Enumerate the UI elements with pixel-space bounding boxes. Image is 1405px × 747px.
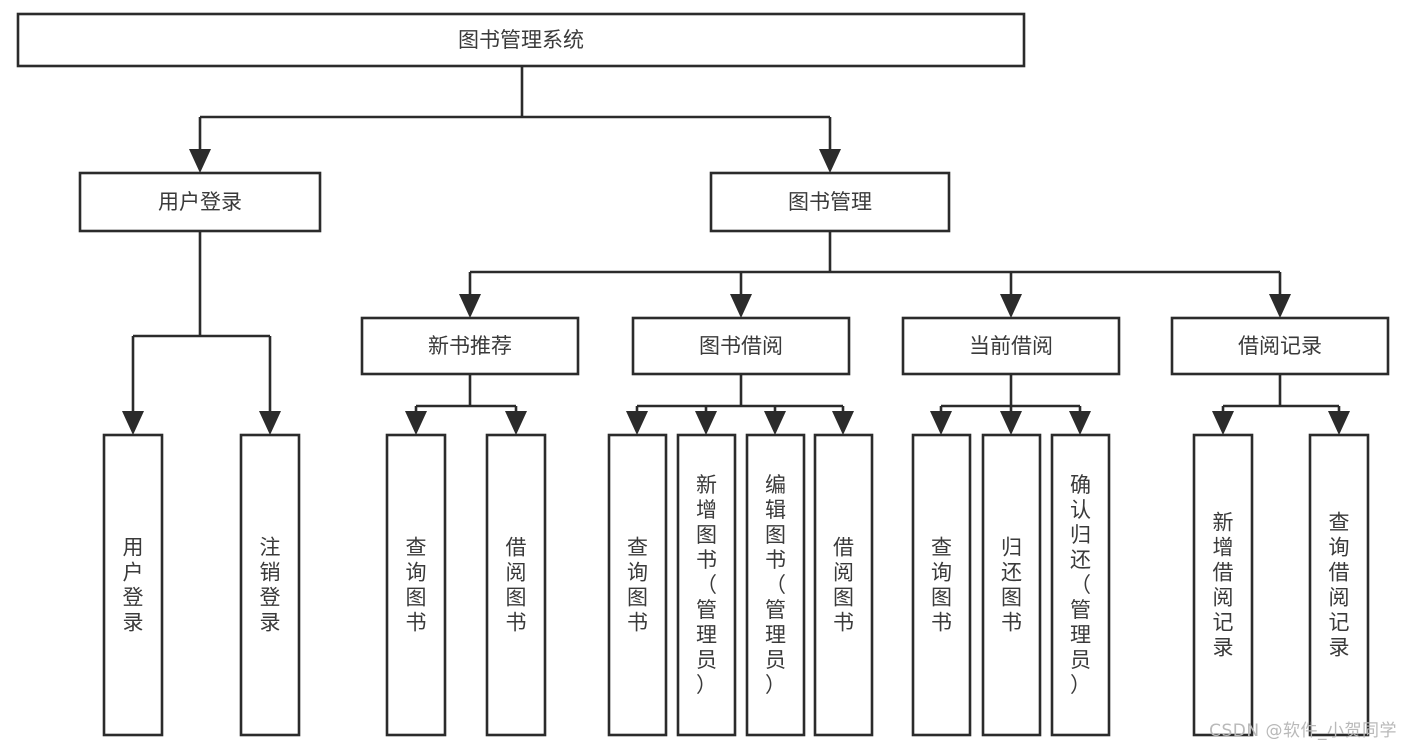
arrow-head-icon [1212, 411, 1234, 435]
node-leaf-query-book-3[interactable]: 查询图书 [911, 433, 972, 737]
arrow-head-icon [405, 411, 427, 435]
node-box-leaf-add-record[interactable] [1192, 433, 1254, 737]
node-box-leaf-borrow-book-1[interactable] [485, 433, 547, 737]
node-user-login[interactable]: 用户登录 [78, 171, 322, 233]
arrow-head-icon [122, 411, 144, 435]
node-label: 查询图书 [931, 536, 952, 635]
arrow-head-icon [695, 411, 717, 435]
node-label: 借阅图书 [506, 536, 527, 635]
node-leaf-confirm-return[interactable]: 确认归还（管理员） [1050, 433, 1111, 737]
node-box-user-login[interactable] [78, 171, 322, 233]
connector-layer [122, 66, 1350, 435]
edge-group-borrowrecord-to-leaves [1212, 374, 1350, 435]
node-label: 确认归还（管理员） [1070, 473, 1091, 697]
edge-group-currentborrow-to-leaves [930, 374, 1091, 435]
node-leaf-query-book-2[interactable]: 查询图书 [607, 433, 668, 737]
arrow-head-icon [1000, 294, 1022, 318]
node-label: 当前借阅 [969, 334, 1053, 358]
arrow-head-icon [730, 294, 752, 318]
node-book-manage[interactable]: 图书管理 [709, 171, 951, 233]
node-label: 编辑图书（管理员） [765, 473, 786, 697]
node-leaf-query-record[interactable]: 查询借阅记录 [1308, 433, 1370, 737]
node-box-borrow-record[interactable] [1170, 316, 1390, 376]
node-label: 新增借阅记录 [1213, 511, 1234, 660]
node-borrow-record[interactable]: 借阅记录 [1170, 316, 1390, 376]
edge-group-bookmanage-to-level2 [459, 231, 1291, 318]
node-box-leaf-confirm-return[interactable] [1050, 433, 1111, 737]
node-new-book-rec[interactable]: 新书推荐 [360, 316, 580, 376]
edge-group-newbook-to-leaves [405, 374, 527, 435]
node-layer: 图书管理系统用户登录图书管理新书推荐图书借阅当前借阅借阅记录用户登录注销登录查询… [16, 12, 1390, 737]
node-box-current-borrow[interactable] [901, 316, 1121, 376]
node-book-borrow[interactable]: 图书借阅 [631, 316, 851, 376]
node-label: 新书推荐 [428, 334, 512, 358]
arrow-head-icon [832, 411, 854, 435]
arrow-head-icon [1328, 411, 1350, 435]
node-box-leaf-edit-book[interactable] [745, 433, 806, 737]
arrow-head-icon [764, 411, 786, 435]
node-label: 归还图书 [1001, 536, 1022, 635]
node-leaf-user-login[interactable]: 用户登录 [102, 433, 164, 737]
node-leaf-add-record[interactable]: 新增借阅记录 [1192, 433, 1254, 737]
arrow-head-icon [259, 411, 281, 435]
node-box-leaf-borrow-book-2[interactable] [813, 433, 874, 737]
node-box-leaf-logout[interactable] [239, 433, 301, 737]
arrow-head-icon [1000, 411, 1022, 435]
arrow-head-icon [459, 294, 481, 318]
node-leaf-query-book-1[interactable]: 查询图书 [385, 433, 447, 737]
arrow-head-icon [626, 411, 648, 435]
node-leaf-edit-book[interactable]: 编辑图书（管理员） [745, 433, 806, 737]
node-label: 借阅图书 [833, 536, 854, 635]
node-box-book-borrow[interactable] [631, 316, 851, 376]
node-label: 新增图书（管理员） [696, 473, 717, 697]
arrow-head-icon [189, 149, 211, 173]
node-leaf-return-book[interactable]: 归还图书 [981, 433, 1042, 737]
node-label: 查询借阅记录 [1329, 511, 1350, 660]
node-leaf-logout[interactable]: 注销登录 [239, 433, 301, 737]
node-label: 图书管理系统 [458, 28, 584, 52]
node-leaf-add-book[interactable]: 新增图书（管理员） [676, 433, 737, 737]
node-label: 注销登录 [260, 536, 281, 635]
node-box-leaf-query-record[interactable] [1308, 433, 1370, 737]
node-root[interactable]: 图书管理系统 [16, 12, 1026, 68]
arrow-head-icon [505, 411, 527, 435]
node-label: 图书管理 [788, 190, 872, 214]
node-label: 用户登录 [123, 536, 144, 635]
node-box-leaf-add-book[interactable] [676, 433, 737, 737]
node-current-borrow[interactable]: 当前借阅 [901, 316, 1121, 376]
node-label: 查询图书 [406, 536, 427, 635]
node-label: 图书借阅 [699, 334, 783, 358]
edge-group-bookborrow-to-leaves [626, 374, 854, 435]
node-label: 借阅记录 [1238, 334, 1322, 358]
node-box-new-book-rec[interactable] [360, 316, 580, 376]
node-box-leaf-query-book-1[interactable] [385, 433, 447, 737]
edge-group-userlogin-to-leaves [122, 231, 281, 435]
node-box-leaf-return-book[interactable] [981, 433, 1042, 737]
arrow-head-icon [1269, 294, 1291, 318]
node-box-leaf-user-login[interactable] [102, 433, 164, 737]
node-leaf-borrow-book-1[interactable]: 借阅图书 [485, 433, 547, 737]
node-label: 查询图书 [627, 536, 648, 635]
node-leaf-borrow-book-2[interactable]: 借阅图书 [813, 433, 874, 737]
arrow-head-icon [819, 149, 841, 173]
edge-group-root-to-level1 [189, 66, 841, 173]
arrow-head-icon [1069, 411, 1091, 435]
node-box-root[interactable] [16, 12, 1026, 68]
node-label: 用户登录 [158, 190, 242, 214]
node-box-leaf-query-book-2[interactable] [607, 433, 668, 737]
arrow-head-icon [930, 411, 952, 435]
node-box-book-manage[interactable] [709, 171, 951, 233]
node-box-leaf-query-book-3[interactable] [911, 433, 972, 737]
